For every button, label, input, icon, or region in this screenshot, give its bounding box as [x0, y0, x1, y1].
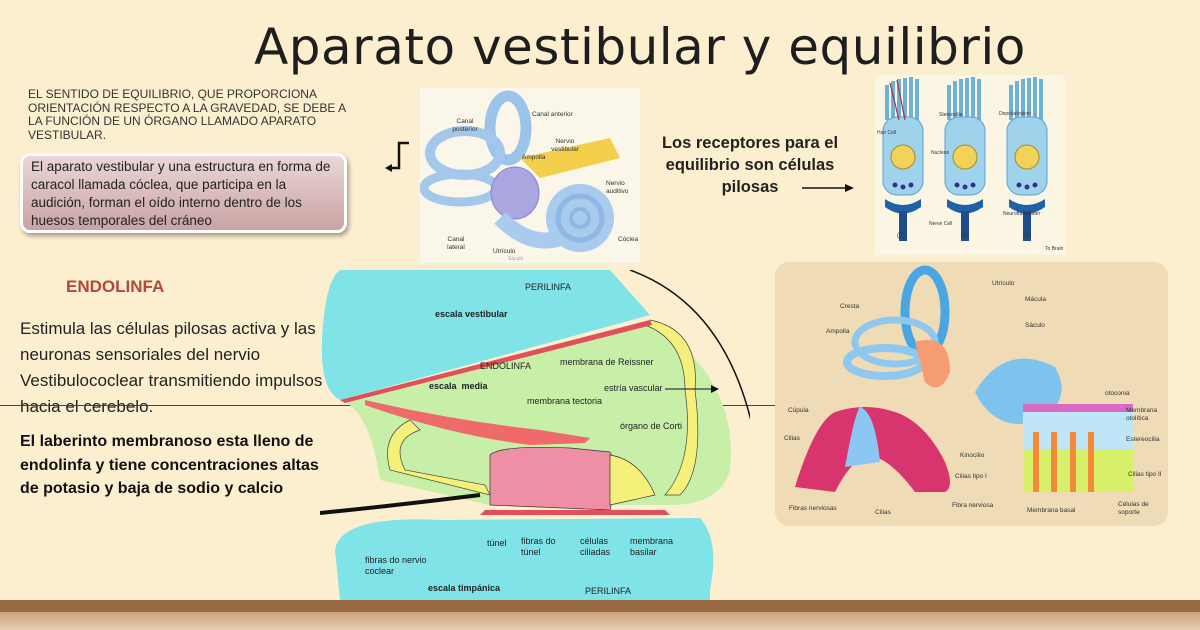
- label-ampolla: Ampolla: [522, 154, 546, 161]
- cochlea-section-drawing: [320, 270, 750, 600]
- label-hair-cell: Hair Cell: [877, 130, 897, 136]
- label-cilias-tipo-i: Cilias tipo I: [955, 473, 987, 480]
- label-membrana-reissner: membrana de Reissner: [560, 357, 654, 367]
- hair-cell-drawing: [882, 75, 1049, 243]
- label-nervio-vestibular: Nervio vestibular: [551, 138, 579, 153]
- receptors-text: Los receptores para el equilibrio son cé…: [661, 134, 839, 196]
- labyrinth-paragraph: El laberinto membranoso esta lleno de en…: [20, 433, 319, 497]
- label-kinocilio: Kinocilio: [960, 452, 985, 459]
- label-cilias-bottom: Cilias: [875, 509, 891, 516]
- label-fibras-tunel: fibras do túnel: [521, 536, 556, 557]
- label-saculo: Sáculo: [1025, 322, 1045, 329]
- intro-text: EL SENTIDO DE EQUILIBRIO, QUE PROPORCION…: [28, 87, 346, 142]
- right-arrow-icon: [802, 184, 854, 192]
- label-macula: Mácula: [1025, 296, 1046, 303]
- label-utriculo: Utrículo: [992, 280, 1015, 287]
- label-estereocilia: Estereocilia: [1126, 436, 1160, 443]
- cochlea-section-figure: PERILINFA escala vestibular membrana de …: [320, 270, 750, 600]
- label-cupula: Cúpula: [788, 407, 809, 414]
- elbow-arrow-icon: [385, 141, 409, 172]
- vestibule-figure: Utrículo Mácula Sáculo Cresta Ampolla ot…: [775, 262, 1168, 526]
- label-utriculo: Utrículo: [493, 248, 516, 255]
- label-estria-vascular: estría vascular: [604, 383, 663, 393]
- vestibule-drawing: [795, 265, 1133, 492]
- label-membrana-basilar: membrana basilar: [630, 536, 674, 557]
- hair-cell-figure: Stereocilia Hair Cell Nucleus Nerve Cell…: [875, 75, 1065, 255]
- label-canal-posterior: Canal posterior: [452, 118, 478, 133]
- label-membrana-otolitica: Membrana otolítica: [1126, 407, 1158, 422]
- label-membrana-basal: Membrana basal: [1027, 507, 1076, 514]
- inner-ear-drawing: [419, 90, 620, 252]
- label-otoconia: otoconia: [1105, 390, 1130, 397]
- label-canal-lateral: Canal lateral: [447, 236, 465, 251]
- label-step-3: (3): [1023, 232, 1031, 239]
- label-canal-anterior: Canal anterior: [532, 111, 573, 118]
- label-nucleus: Nucleus: [931, 150, 950, 156]
- label-neurotransmitter: Neurotransmitter: [1003, 211, 1041, 217]
- label-saculo: Sáculo: [508, 256, 524, 262]
- label-escala-timpanica: escala timpánica: [428, 583, 501, 593]
- label-fibras-nervio-coclear: fibras do nervio coclear: [365, 555, 427, 576]
- label-depolarization: Depolarization: [999, 111, 1031, 117]
- floor-bar: [0, 600, 1200, 630]
- label-nerve-cell: Nerve Cell: [929, 221, 953, 227]
- endolinfa-heading: ENDOLINFA: [66, 277, 165, 296]
- label-tunel: túnel: [487, 538, 507, 548]
- label-fibras-nerviosas: Fibras nerviosas: [789, 505, 837, 512]
- label-escala-vestibular: escala vestibular: [435, 309, 508, 319]
- label-nervio-auditivo: Nervio auditivo: [606, 180, 629, 195]
- slide-title: Aparato vestibular y equilibrio: [254, 18, 1026, 76]
- label-step-2: (2): [961, 232, 969, 239]
- label-organo-corti: órgano de Corti: [620, 421, 683, 431]
- label-ampolla: Ampolla: [826, 328, 850, 335]
- label-fibra-nerviosa: Fibra nerviosa: [952, 502, 994, 509]
- label-endolinfa: ENDOLINFA: [480, 361, 532, 371]
- endolinfa-paragraph: Estimula las células pilosas activa y la…: [20, 319, 323, 416]
- callout-box: El aparato vestibular y una estructura e…: [20, 153, 347, 233]
- label-cresta: Cresta: [840, 303, 860, 310]
- label-escala-media: escala media: [429, 381, 488, 391]
- label-celulas-soporte: Células de soporte: [1118, 501, 1149, 516]
- label-cilias-tipo-ii: Cilias tipo II: [1128, 471, 1162, 478]
- label-coclea: Cóclea: [618, 236, 639, 243]
- label-cilias: Cilias: [784, 435, 800, 442]
- label-to-brain: To Brain: [1045, 246, 1064, 252]
- estria-arrow-icon: [665, 385, 719, 393]
- label-membrana-tectoria: membrana tectoria: [527, 396, 603, 406]
- label-perilinfa-top: PERILINFA: [525, 282, 572, 292]
- label-step-1: (1): [897, 232, 905, 239]
- label-celulas-ciliadas: células ciliadas: [580, 536, 611, 557]
- label-perilinfa-bottom: PERILINFA: [585, 586, 632, 596]
- inner-ear-figure: Canal anterior Canal posterior Nervio ve…: [419, 88, 640, 263]
- label-stereocilia: Stereocilia: [939, 112, 963, 118]
